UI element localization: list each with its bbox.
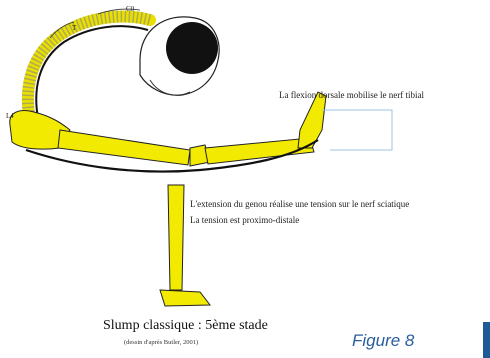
- leader-lines: [322, 110, 392, 150]
- label-t: T: [72, 24, 77, 32]
- spine: [28, 16, 150, 120]
- direction-annotation: La tension est proximo-distale: [190, 215, 299, 225]
- accent-bar: [483, 322, 490, 358]
- tibial-annotation: La flexion dorsale mobilise le nerf tibi…: [279, 90, 424, 100]
- label-c0: C0: [126, 5, 135, 13]
- pelvis-and-thigh: [10, 111, 190, 165]
- figure-number: Figure 8: [352, 331, 414, 351]
- caption-title: Slump classique : 5ème stade: [103, 318, 268, 334]
- label-l4: L4: [6, 112, 14, 120]
- head: [140, 17, 219, 95]
- foot-dorsiflexed: [298, 92, 326, 148]
- extended-leg: [190, 92, 326, 166]
- knee-annotation: L'extension du genou réalise une tension…: [190, 199, 409, 209]
- caption-source: (dessin d'après Butler, 2001): [124, 339, 198, 346]
